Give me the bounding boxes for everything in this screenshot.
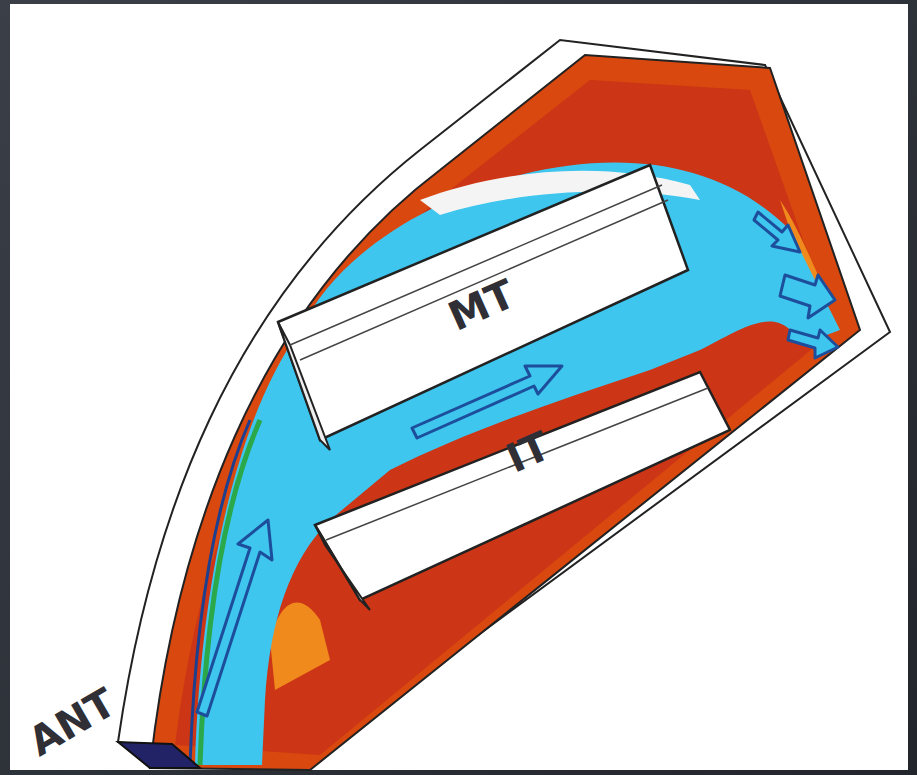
- stage: MTITANT: [0, 0, 917, 775]
- nasal-flow-illustration: [0, 0, 917, 775]
